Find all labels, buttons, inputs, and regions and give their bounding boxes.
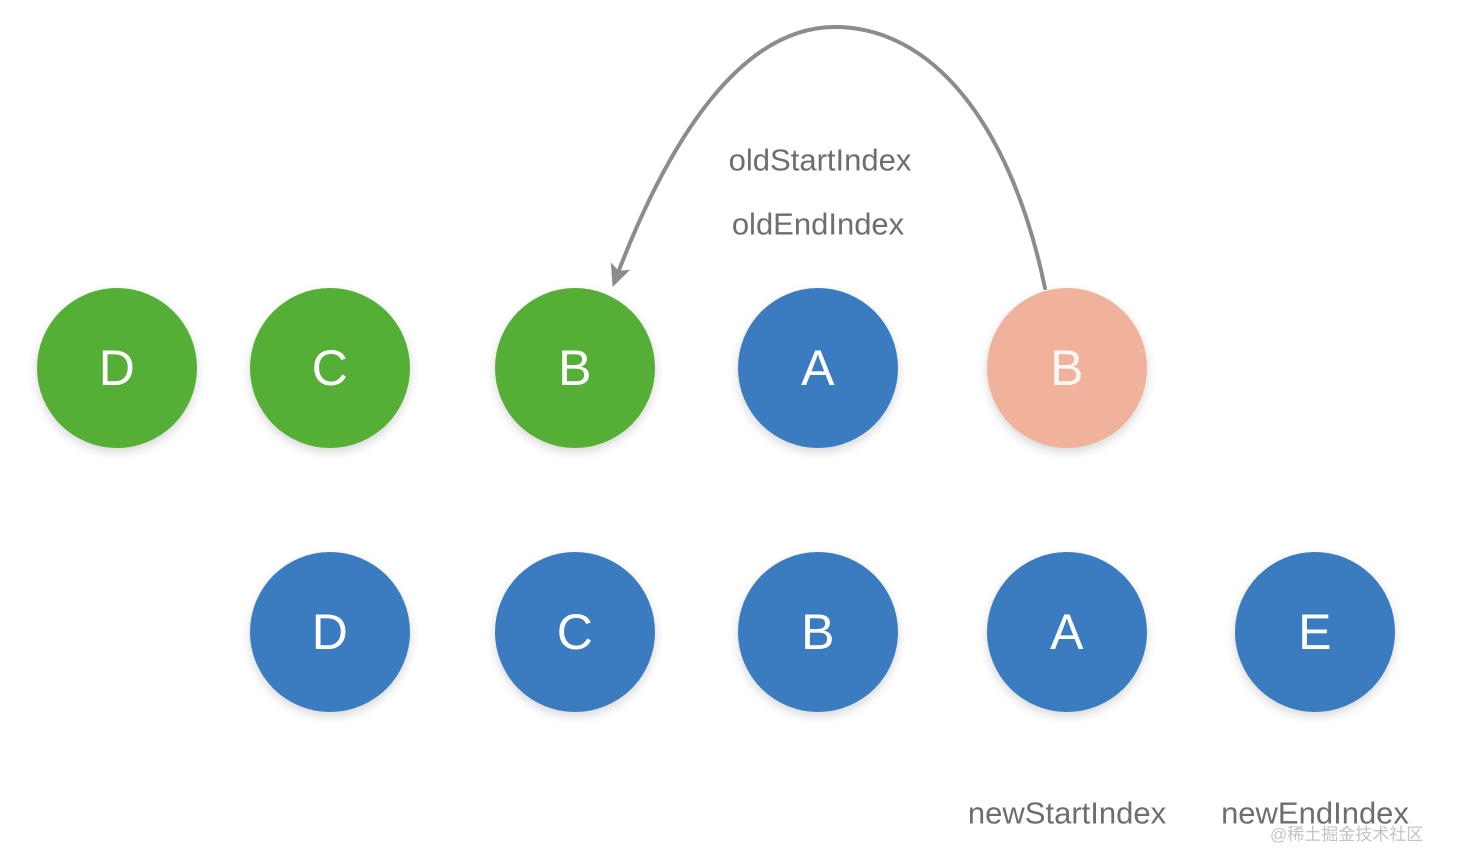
old-node-b-moved[interactable]: B xyxy=(987,288,1147,448)
new-node-c[interactable]: C xyxy=(495,552,655,712)
old-end-index-label: oldEndIndex xyxy=(731,206,905,242)
old-node-d[interactable]: D xyxy=(37,288,197,448)
old-node-a[interactable]: A xyxy=(738,288,898,448)
new-end-index-label: newEndIndex xyxy=(1221,795,1409,831)
new-node-d[interactable]: D xyxy=(250,552,410,712)
old-node-b-label: B xyxy=(558,340,592,396)
old-start-index-label: oldStartIndex xyxy=(728,142,912,178)
old-node-c-label: C xyxy=(311,340,349,396)
old-node-b[interactable]: B xyxy=(495,288,655,448)
new-node-a[interactable]: A xyxy=(987,552,1147,712)
watermark: @稀土掘金技术社区 xyxy=(1270,825,1424,844)
new-node-b-label: B xyxy=(801,604,835,660)
new-node-d-label: D xyxy=(311,604,349,660)
old-node-b-moved-label: B xyxy=(1050,340,1084,396)
old-node-d-label: D xyxy=(98,340,136,396)
new-node-c-label: C xyxy=(556,604,594,660)
new-node-e-label: E xyxy=(1298,604,1332,660)
new-node-b[interactable]: B xyxy=(738,552,898,712)
new-start-index-label: newStartIndex xyxy=(967,795,1167,831)
new-node-a-label: A xyxy=(1050,604,1084,660)
old-node-a-label: A xyxy=(801,340,835,396)
old-node-c[interactable]: C xyxy=(250,288,410,448)
new-node-e[interactable]: E xyxy=(1235,552,1395,712)
